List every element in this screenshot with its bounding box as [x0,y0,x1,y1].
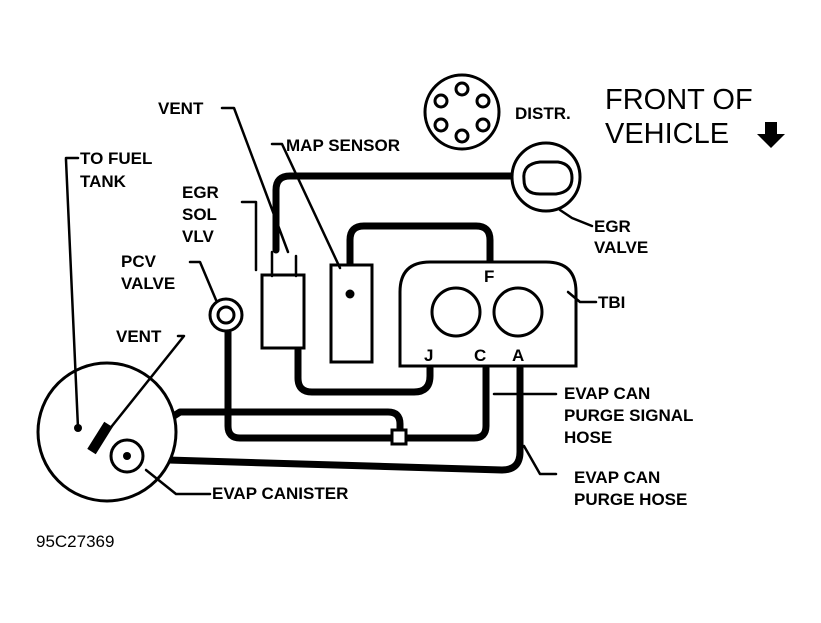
purge-signal-hose [396,364,490,442]
map-sensor-hose [346,222,494,296]
canister-upper-hose [120,408,404,452]
distributor-terminal [433,117,449,133]
evap-canister-purge-port-center [123,452,131,460]
tbi-injector-left [430,286,482,338]
label-port-a: A [512,346,524,365]
tbi-unit [398,260,578,368]
leader-egr-sol [240,200,258,272]
pcv-valve-inner [216,305,236,325]
label-to-fuel-line2: TANK [80,172,127,191]
label-egr-sol-line2: SOL [182,205,217,224]
distributor-terminal [475,93,491,109]
figure-reference-number: 95C27369 [36,532,114,551]
distributor-terminal [454,128,470,144]
label-port-c: C [474,346,486,365]
egr-hose [272,172,532,254]
leader-map-sensor [270,142,342,270]
label-port-f: F [484,267,494,286]
hose-tee-fitting [390,428,408,446]
leader-to-fuel-tank [64,156,80,430]
label-purge-hose-line2: PURGE HOSE [574,490,687,509]
distributor-terminal [454,81,470,97]
label-map-sensor: MAP SENSOR [286,136,400,155]
leader-purge-hose [522,444,558,476]
label-egr-sol-line3: VLV [182,227,214,246]
label-vent-top: VENT [158,99,204,118]
distributor-terminal [433,93,449,109]
label-purge-hose-line1: EVAP CAN [574,468,660,487]
map-sensor [329,263,374,364]
map-sensor-port [345,289,355,299]
label-to-fuel-line1: TO FUEL [80,149,152,168]
label-front-of-vehicle-line1: FRONT OF [605,84,753,116]
label-pcv-line1: PCV [121,252,157,271]
pcv-hose [224,324,396,442]
tbi-injector-right [492,286,544,338]
purge-hose [124,364,524,474]
egr-valve-diaphragm [522,160,574,196]
label-egr-sol-line1: EGR [182,183,219,202]
leader-vent-left [102,334,186,438]
egr-sol-to-j-hose [294,346,434,396]
leader-tbi [566,290,598,304]
label-egr-valve-line2: VALVE [594,238,648,257]
label-tbi: TBI [598,293,625,312]
down-arrow-icon [757,122,785,148]
label-purge-signal-line2: PURGE SIGNAL [564,406,693,425]
leader-egr-valve [558,208,594,228]
evap-canister-vent-fitting [87,421,113,455]
label-purge-signal-line1: EVAP CAN [564,384,650,403]
label-vent-left: VENT [116,327,162,346]
label-egr-valve-line1: EGR [594,217,631,236]
label-distributor: DISTR. [515,104,571,123]
egr-solenoid-valve [260,273,306,350]
leader-pcv [188,260,218,302]
leader-evap-canister [144,468,212,496]
leader-vent-top [220,106,290,254]
label-port-j: J [424,346,433,365]
label-purge-signal-line3: HOSE [564,428,612,447]
distributor-terminal [475,117,491,133]
label-pcv-line2: VALVE [121,274,175,293]
label-evap-canister: EVAP CANISTER [212,484,348,503]
label-front-of-vehicle-line2: VEHICLE [605,118,729,150]
